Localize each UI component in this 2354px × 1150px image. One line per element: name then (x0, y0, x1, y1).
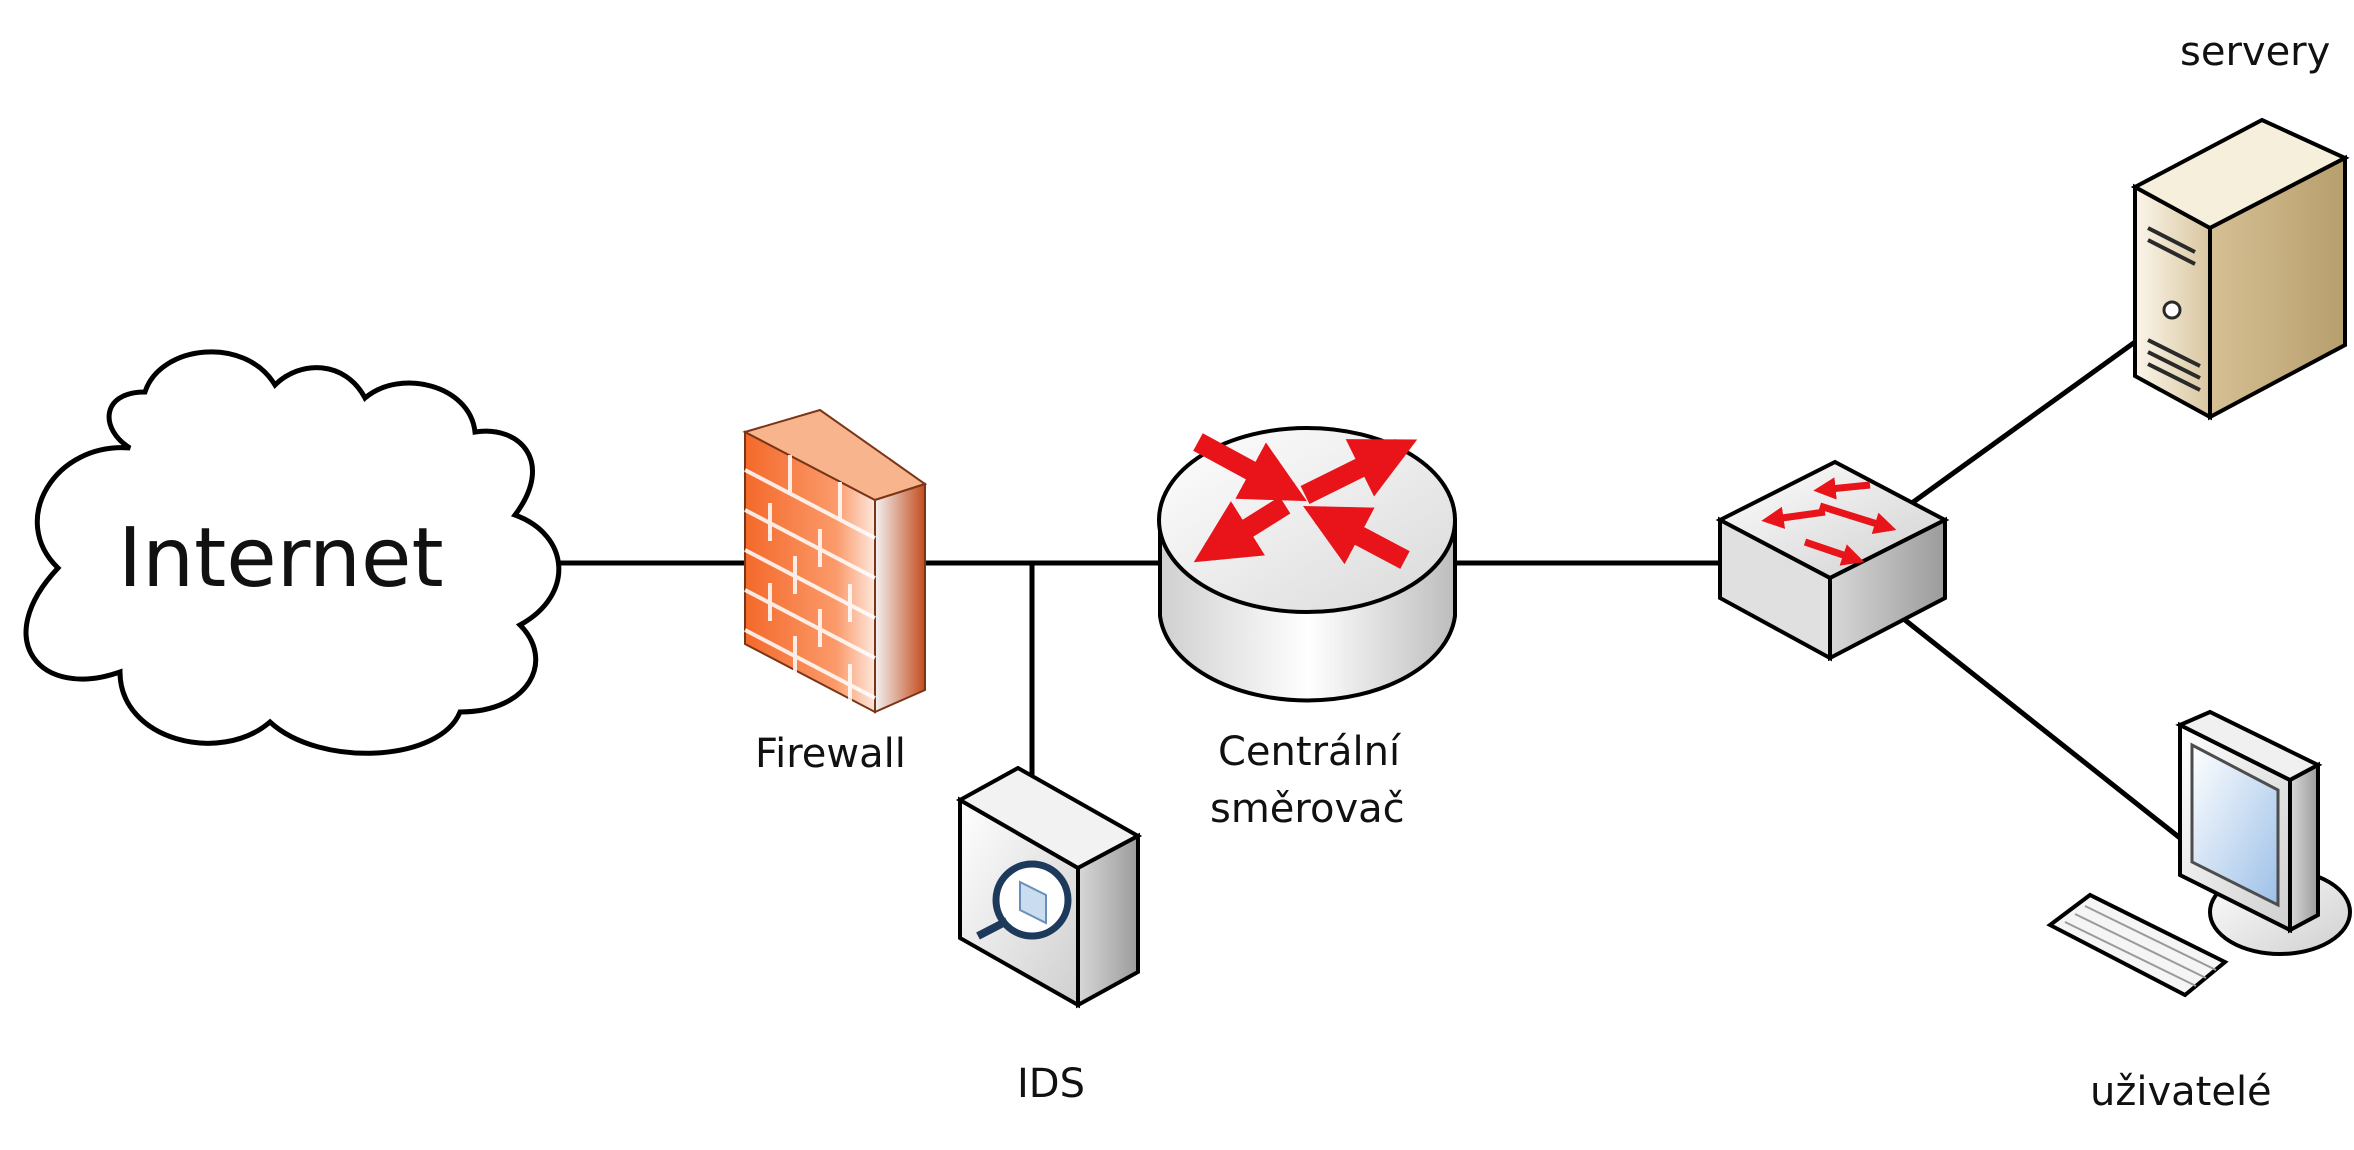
link-switch-servers (1903, 339, 2137, 511)
internet-label: Internet (118, 511, 444, 606)
router-label-line2: směrovač (1210, 786, 1405, 832)
link-switch-users (1903, 618, 2182, 840)
firewall-label: Firewall (755, 731, 906, 777)
workstation-icon (2046, 709, 2352, 998)
ids-label: IDS (1017, 1061, 1085, 1107)
ids-icon (955, 765, 1143, 1009)
users-label: uživatelé (2090, 1069, 2272, 1115)
servers-label: servery (2180, 29, 2331, 75)
firewall-icon (742, 408, 928, 714)
internet-cloud-icon (23, 349, 562, 756)
server-icon (2130, 117, 2350, 421)
switch-icon (1715, 459, 1950, 662)
router-icon (1157, 426, 1457, 703)
router-label-line1: Centrální (1218, 729, 1401, 775)
monitor-screen (2190, 742, 2280, 908)
router-arrows (1193, 433, 1418, 569)
connection-lines (560, 339, 2182, 840)
